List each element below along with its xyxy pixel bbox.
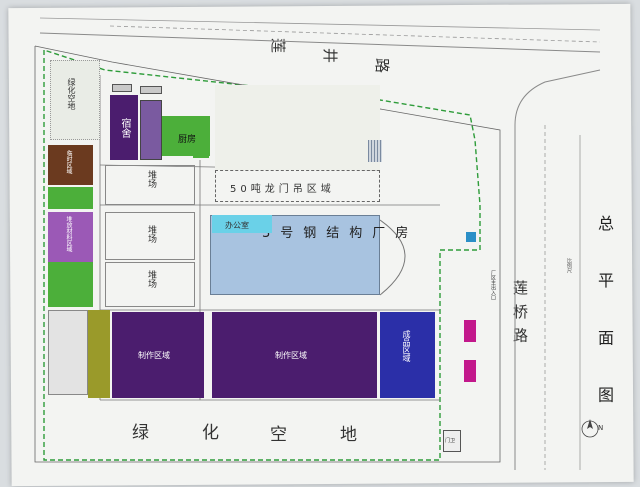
green-bottom-char-3: 空 [270,425,287,445]
small-building-2 [140,86,162,94]
office-building[interactable] [212,215,272,233]
brown-block-label: 临时区域 [65,150,72,174]
fab-block-mid[interactable] [212,312,377,398]
yard-top-label: 堆场 [146,170,156,188]
green-top-label: 绿化空地 [67,78,76,110]
fab-mid-label: 制作区域 [275,351,307,360]
purple-material-label: 堆放材料区域 [65,216,72,252]
road-top-line-1 [39,32,601,53]
dorm-annex [140,100,162,160]
olive-block[interactable] [88,310,110,398]
garden-area [215,85,380,170]
crane-area-label: 50吨龙门吊区域 [230,184,335,195]
road-top-line-3 [39,17,601,31]
kitchen-label: 厨房 [178,135,197,145]
yard-mid-label: 堆场 [146,225,156,243]
brown-block[interactable] [48,145,93,185]
factory-arc [379,219,406,296]
inner-boundary [34,45,501,463]
grey-block-left [48,310,88,395]
dorm-building[interactable] [110,95,138,160]
grid-box [368,140,382,162]
green-strip-left-2 [48,262,93,307]
green-bottom-char-1: 绿 [132,423,149,443]
yard-top[interactable] [105,165,195,205]
green-bottom-char-2: 化 [202,423,219,443]
yard-bottom[interactable] [105,262,195,307]
map-title: 总 平 面 图 [595,215,614,421]
purple-material-block[interactable] [48,212,93,262]
office-label: 办公室 [225,221,249,230]
finished-label: 成品区域 [402,330,411,362]
yard-bottom-label: 堆场 [146,270,156,288]
fab-block-left[interactable] [112,312,204,398]
gate-house [443,430,461,452]
finished-block[interactable] [380,312,435,398]
road-corner-curve [514,69,601,126]
factory-label: 3号钢结构厂房 [262,226,419,241]
dorm-label: 宿舍 [119,118,130,138]
yard-mid[interactable] [105,212,195,260]
road-top-line-2 [109,25,601,43]
kitchen-building[interactable] [162,116,210,156]
small-building-1 [112,84,132,92]
green-strip-left [48,187,93,209]
small-green-box [193,152,209,158]
blue-gate-box [466,232,476,242]
magenta-box-1 [464,320,476,342]
north-arrow-icon [581,419,599,438]
north-label: N [598,424,604,432]
map-scale-note: 比例尺 [566,258,572,273]
magenta-box-2 [464,360,476,382]
entrance-label: 厂区主出入口 [490,270,496,300]
fab-left-label: 制作区域 [138,351,170,360]
gate-label: 门卫 [445,438,456,444]
site-boundary [43,49,481,461]
crane-area[interactable] [215,170,380,202]
green-bottom-char-4: 地 [340,425,357,445]
green-area-top [50,60,100,140]
